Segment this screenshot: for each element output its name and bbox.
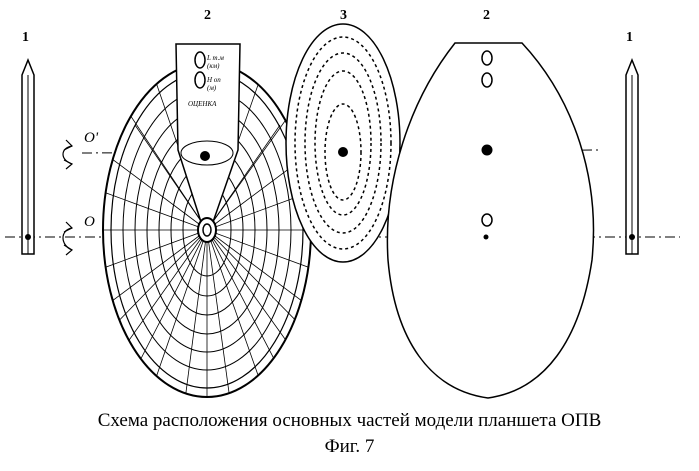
disk-text-h1b: (м) [207,84,216,92]
label-left-plate: 1 [22,30,29,46]
dashed-disk-middle [286,24,400,262]
left-plate [22,60,34,254]
caption-title: Схема расположения основных частей модел… [98,410,602,431]
axis-label-upper: O' [84,130,98,147]
scale-disk-left [98,44,316,400]
blank-disk-right [387,43,593,398]
rotation-arrow-upper [63,140,72,169]
figure: 1 2 3 2 1 O' O L т.м (км) H оп (м) ОЦЕНК… [0,0,699,410]
schematic [0,0,699,410]
label-disk-middle: 3 [340,8,347,24]
label-right-plate: 1 [626,30,633,46]
axis-label-lower: O [84,214,95,231]
label-disk-left: 2 [204,8,211,24]
label-disk-right: 2 [483,8,490,24]
rotation-arrow-lower [63,222,72,255]
caption-figure-number: Фиг. 7 [0,436,699,458]
disk-text-h1: H оп [207,76,221,84]
disk-text-l1b: (км) [207,62,219,70]
disk-text-estimate: ОЦЕНКА [188,100,216,108]
right-plate [626,60,638,254]
disk-text-l1: L т.м [207,54,224,62]
figure-caption: Схема расположения основных частей модел… [0,410,699,458]
